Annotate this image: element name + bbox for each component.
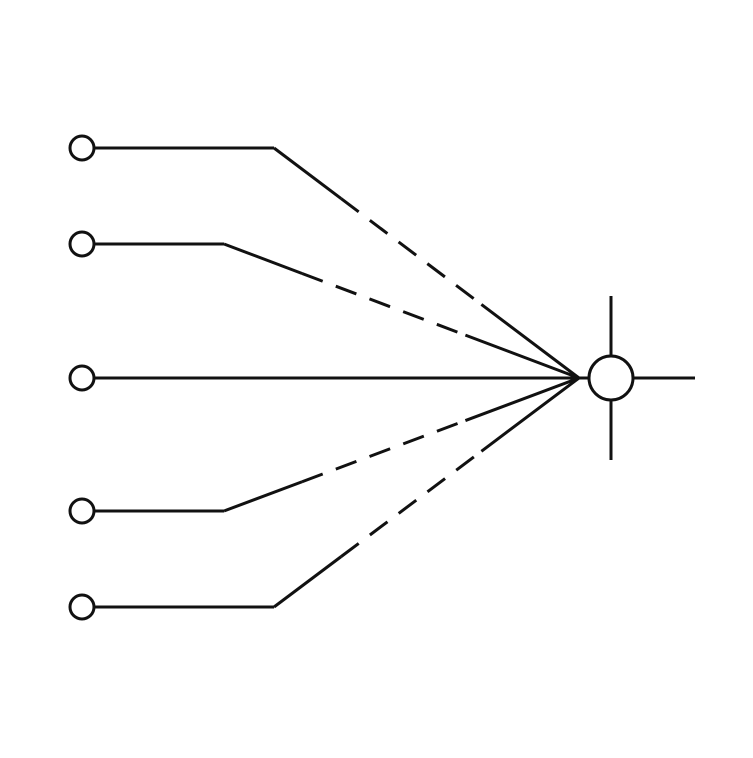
terminal-input-5: [68, 593, 96, 621]
wires-group: [94, 146, 580, 609]
wire-diagonal-solid-end: [480, 376, 580, 453]
wire-diagonal-solid-end: [464, 333, 580, 380]
wire-diagonal-dashed: [340, 450, 483, 558]
terminal-input-1: [68, 134, 96, 162]
wire-diagonal-solid-end: [464, 376, 580, 422]
wire-diagonal-solid-start: [223, 242, 303, 275]
wire-diagonal-dashed: [301, 419, 466, 484]
hub-junction: [579, 296, 695, 460]
wire-diagonal-dashed: [340, 197, 483, 306]
wire-input-5: [94, 376, 580, 609]
wire-input-1: [94, 146, 580, 380]
hub-node: [587, 354, 635, 402]
wire-diagonal-solid-end: [480, 303, 580, 380]
wire-diagonal-solid-start: [273, 555, 343, 609]
wire-input-4: [94, 376, 580, 513]
wire-diagonal-solid-start: [223, 480, 303, 513]
terminals-group: [68, 134, 96, 621]
terminal-input-2: [68, 230, 96, 258]
wire-input-2: [94, 242, 580, 380]
wire-diagonal-solid-start: [273, 146, 343, 200]
terminal-input-4: [68, 497, 96, 525]
wire-diagonal-dashed: [301, 272, 466, 337]
terminal-input-3: [68, 364, 96, 392]
